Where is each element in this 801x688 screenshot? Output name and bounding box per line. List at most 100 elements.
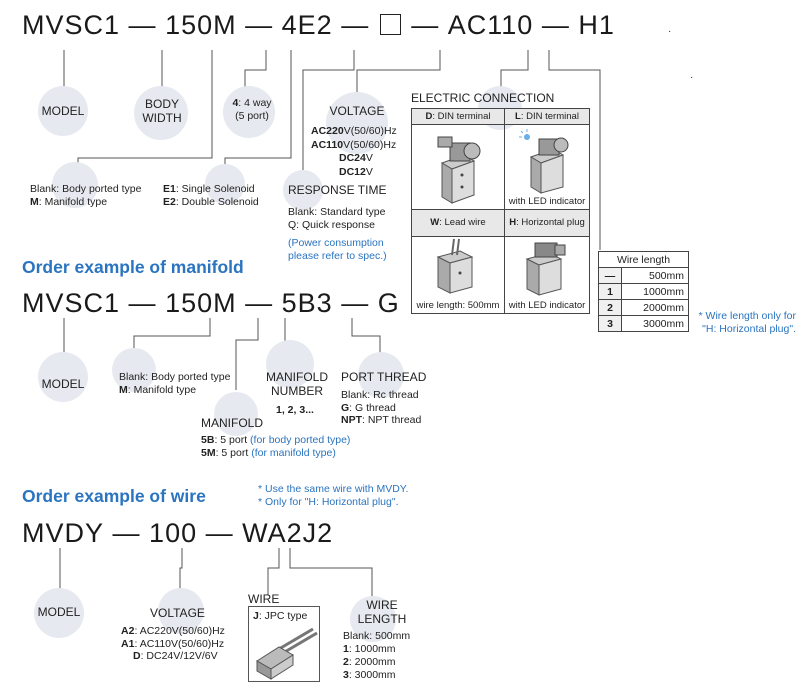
response-quick: Q: Quick response [288,218,375,231]
ec-cell-w: W: Lead wire wire length: 500mm [411,209,505,314]
wl-value: 500mm [621,267,689,284]
w-a1-key: A1 [121,637,135,650]
m-manifold-options: 5B: 5 port (for body ported type) 5M: 5 … [201,434,350,459]
code-way: 4E2 [281,10,333,40]
way-value: : 4 way [238,97,272,109]
v3-key: DC24 [339,152,366,164]
wl-key: 3 [598,315,622,332]
wire-order-code: MVDY — 100 — WA2J2 [22,518,333,549]
solenoid-order-code: MVSC1 — 150M — 4E2 — — AC110 — H1 [22,10,615,41]
wire-length-title: Wire length [598,251,689,268]
code-model: MVSC1 [22,10,121,40]
body-width-label: BODY WIDTH [142,97,182,125]
m-port-bubble [112,348,156,392]
body-width-bubble [134,86,188,140]
ec-cell-h: H: Horizontal plug with LED indicator [504,209,590,314]
m-manifold-bubble [214,392,258,436]
ec-w-key: W [430,217,440,228]
ec-cell-l: L: DIN terminal with LED indicator [504,108,590,210]
w-length-options: Blank: 500mm 1: 1000mm 2: 2000mm 3: 3000… [343,630,410,682]
ec-head-w: W: Lead wire [412,210,504,237]
response-bubble [283,170,323,210]
voltage-options: AC220V(50/60)Hz AC110V(50/60)Hz DC24V DC… [311,125,397,179]
solenoid-text: E1: Single Solenoid E2: Double Solenoid [163,183,259,208]
m-thread-g-value: : G thread [349,401,396,414]
w-length-2-value: : 2000mm [348,656,396,668]
code-dash: — [341,288,370,318]
code-voltage: AC110 [447,10,534,40]
w-model-label: MODEL [37,605,81,619]
m-model-bubble [38,352,88,402]
power-note-1: (Power consumption [288,237,384,249]
jpc-key: J [253,610,259,622]
m-number-t2: NUMBER [270,384,323,398]
ec-l-label: : DIN terminal [520,111,579,122]
code-body: 150M [165,10,237,40]
response-options: Blank: Standard type Q: Quick response [288,206,385,231]
w-voltage-bubble [158,588,204,634]
v2-key: AC110 [311,138,344,151]
ec-w-label: : Lead wire [439,217,486,228]
mcode-body: 150M [165,288,237,318]
code-dash: — [541,10,570,40]
port-m-key: M [30,195,39,208]
manifold-order-code: MVSC1 — 150M — 5B3 — G [22,288,400,319]
m-thread-bubble [358,352,404,398]
m-model-label: MODEL [41,377,85,391]
model-label: MODEL [41,104,85,118]
lead-wire-icon [436,238,474,294]
way-bubble [223,86,275,138]
w-length-1-key: 1 [343,643,349,655]
power-note-2: please refer to spec.) [288,249,387,262]
m-thread-options: Blank: Rc thread G: G thread NPT: NPT th… [341,389,421,427]
e2-key: E2 [163,195,176,208]
m-manifold-title: MANIFOLD [201,416,264,430]
ec-h-key: H [509,217,517,228]
v1-value: V(50/60)Hz [343,125,397,137]
wl-key: 2 [598,299,622,316]
ec-image-d [412,125,504,209]
ec-w-foot: wire length: 500mm [416,300,500,311]
jpc-type-label: J: JPC type [253,610,307,623]
e1-key: E1 [163,183,176,195]
e1-value: : Single Solenoid [175,183,255,195]
wl-value: 1000mm [621,283,689,300]
wl-note-2: "H: Horizontal plug". [702,322,796,335]
w-length-3-value: : 3000mm [348,669,396,681]
m-5b-value: : 5 port [214,434,248,446]
code-dash: — [245,10,274,40]
w-length-title: WIRE LENGTH [352,598,412,626]
ec-d-label: : DIN terminal [432,111,491,122]
way-key: 4 [232,97,239,109]
port-blank-value: : Body ported type [56,183,142,195]
wcode-model: MVDY [22,518,105,548]
w-d-value: : DC24V/12V/6V [140,650,218,662]
mcode-manifold: 5B3 [281,288,333,318]
wl-value: 2000mm [621,299,689,316]
m-port-text: Blank: Body ported type M: Manifold type [119,371,231,396]
jpc-connector-icon [256,627,318,680]
ec-head-d: D: DIN terminal [412,109,504,125]
wire-notes: * Use the same wire with MVDY. * Only fo… [258,483,408,508]
port-type-bubble [52,162,98,208]
ec-image-l: with LED indicator [505,125,589,209]
code-electric: H1 [578,10,615,40]
m-thread-npt-key: NPT [341,414,362,426]
horizontal-plug-icon [525,242,566,296]
w-length-t1: WIRE [366,598,398,612]
wl-key: 1 [598,283,622,300]
ec-l-foot: with LED indicator [508,196,586,207]
w-wire-title: WIRE [248,592,280,606]
w-model-bubble [34,588,84,638]
code-blank-box [379,14,401,36]
w-length-3-key: 3 [343,669,349,681]
wire-note-2: * Only for "H: Horizontal plug". [258,495,399,508]
wire-note-1: * Use the same wire with MVDY. [258,483,409,495]
w-voltage-title: VOLTAGE [150,606,205,620]
w-length-2-key: 2 [343,656,349,668]
m-5b-note: (for body ported type) [250,434,351,446]
code-dash: — [128,288,157,318]
voltage-bubble [326,92,388,154]
